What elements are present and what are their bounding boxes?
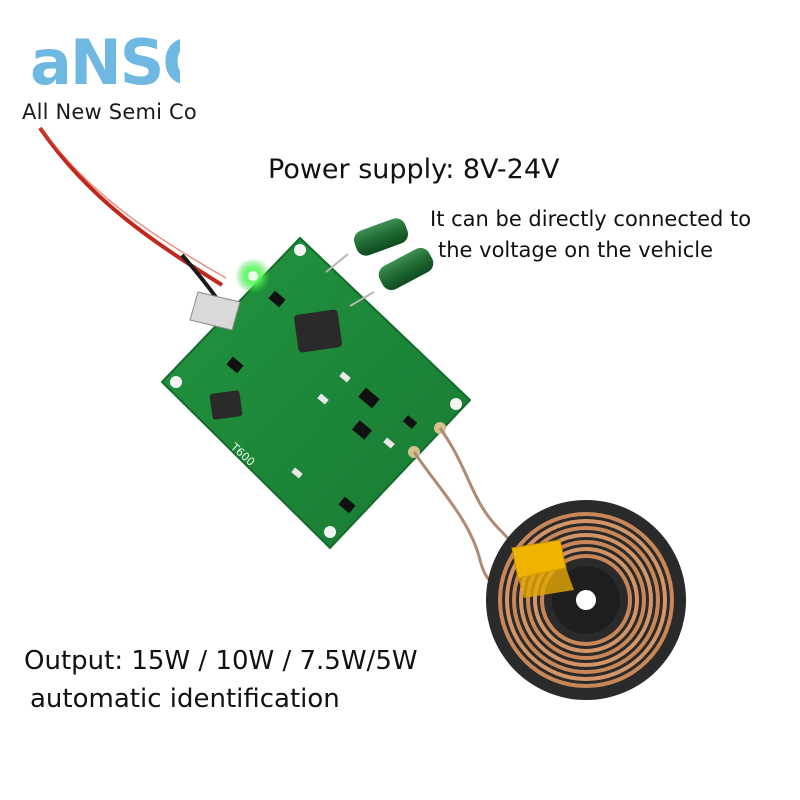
vehicle-caption-line: the voltage on the vehicle <box>438 238 714 262</box>
output-caption: Output: 15W / 10W / 7.5W/5W automatic id… <box>24 642 418 718</box>
charging-coil <box>486 500 686 700</box>
company-name: All New Semi Co <box>22 100 197 124</box>
company-logo: aNSC <box>30 28 180 92</box>
power-wires <box>38 126 227 302</box>
capacitor <box>349 247 434 307</box>
output-caption-line: automatic identification <box>30 684 340 714</box>
power-supply-caption: Power supply: 8V-24V <box>268 154 560 185</box>
status-led <box>235 258 271 294</box>
output-caption-line: Output: 15W / 10W / 7.5W/5W <box>24 646 418 676</box>
logo-mark-text: aNSC <box>30 28 180 92</box>
vehicle-caption-line: It can be directly connected to <box>430 207 752 231</box>
capacitor <box>325 218 409 273</box>
vehicle-caption: It can be directly connected to the volt… <box>430 204 751 266</box>
pcb-board: T600 <box>160 236 472 550</box>
